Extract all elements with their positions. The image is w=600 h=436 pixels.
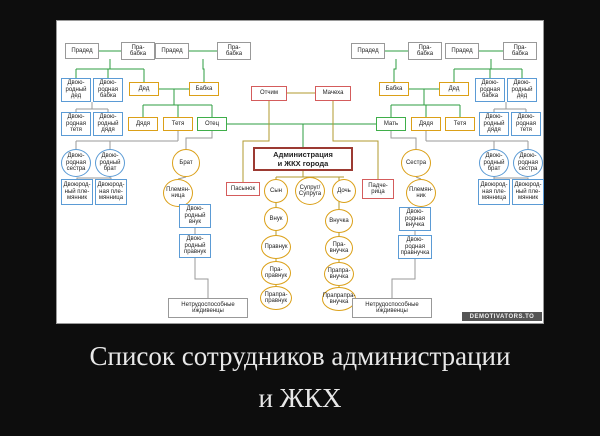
node-son: Сын [264,179,288,203]
node-grandmother-right: Бабка [379,82,409,96]
tree-edge [494,177,529,179]
node-cousin-brother-right: Двою- родный брат [479,149,509,177]
tree-edge [185,131,213,149]
tree-edge [390,131,417,149]
node-father: Отец [197,117,227,131]
tree-edge [177,176,187,180]
node-cousin-niece-left: Двоюрод- ная пле- мянница [95,179,127,205]
tree-edge [110,177,112,179]
node-stepdaughter: Падче- рица [362,179,394,199]
node-cousin-sister-right: Двою- родная сестра [513,149,543,177]
node-grandfather-right: Дед [439,82,469,96]
node-aunt-left: Тетя [163,117,193,131]
node-daughter: Дочь [332,179,356,203]
node-great-grandmother-3: Пра- бабка [408,42,442,60]
node-cousin-grandfather-left: Двою- родный дед [61,78,91,102]
node-cousin-granddaughter: Двою- родная внучка [399,207,431,231]
node-great-grandmother-4: Пра- бабка [503,42,537,60]
node-administration: Администрация и ЖКХ города [253,147,353,171]
node-stepson: Пасынок [226,182,260,196]
node-great-great-great-granddaughter: Прапрапра- внучка [322,287,356,311]
node-great-granddaughter: Пра- внучка [325,236,353,260]
node-great-grandfather-1: Прадед [65,43,99,59]
node-grandmother-left: Бабка [189,82,219,96]
node-cousin-uncle-left: Двою- родный дядя [93,112,123,136]
node-nephew: Племян- ник [406,179,436,207]
node-stepmother: Мачеха [315,85,351,101]
caption: Список сотрудников администрации и ЖКХ [0,336,600,420]
node-cousin-aunt-left: Двою- родная тетя [61,112,91,136]
node-great-grandfather-4: Прадед [445,43,479,59]
node-great-great-granddaughter: Прапра- внучка [324,262,354,286]
node-cousin-grandmother-right: Двою- родная бабка [475,78,505,102]
watermark: DEMOTIVATORS.TO [462,312,542,321]
tree-edge [242,101,270,182]
node-great-grandfather-3: Прадед [351,43,385,59]
node-great-great-grandson: Пра- правнук [261,261,291,285]
node-cousin-great-granddaughter: Двою- родная правнучка [398,235,432,259]
node-cousin-nephew-right: Двоюрод- ный пле- мянник [512,179,544,205]
node-great-grandfather-2: Прадед [155,43,189,59]
node-mother: Мать [376,117,406,131]
caption-line1: Список сотрудников администрации [89,341,511,371]
node-uncle-right: Дядя [411,117,441,131]
node-great-grandson: Правнук [261,235,291,259]
node-sister: Сестра [401,149,431,177]
node-great-grandmother-1: Пра- бабка [121,42,155,60]
caption-line2: и ЖКХ [258,382,342,413]
node-granddaughter: Внучка [325,209,353,233]
node-grandfather-left: Дед [129,82,159,96]
node-cousin-uncle-right: Двою- родный дядя [479,112,509,136]
node-disabled-dependents-right: Нетрудоспособные иждивенцы [352,298,432,318]
node-cousin-niece-right: Двоюрод- ная пле- мянница [478,179,510,205]
node-brother: Брат [172,149,200,177]
tree-edge [332,101,379,179]
node-uncle-left: Дядя [128,117,158,131]
node-stepfather: Отчим [251,85,287,101]
node-cousin-brother-left: Двою- родный брат [95,149,125,177]
node-cousin-grandson: Двою- родный внук [179,204,211,228]
node-niece: Племян- ница [163,179,193,207]
node-great-grandmother-2: Пра- бабка [217,42,251,60]
node-cousin-nephew-left: Двоюрод- ный пле- мянник [61,179,93,205]
node-great-great-great-grandson: Прапра- правнук [260,286,292,310]
node-grandson: Внук [264,207,288,231]
node-cousin-great-grandson: Двою- родный правнук [179,234,211,258]
tree-edge [202,59,205,82]
node-disabled-dependents-left: Нетрудоспособные иждивенцы [168,298,248,318]
node-cousin-aunt-right: Двою- родная тетя [511,112,541,136]
tree-edge [393,59,397,82]
node-cousin-sister-left: Двою- родная сестра [61,149,91,177]
tree-edge [415,176,422,180]
node-cousin-grandmother-left: Двою- родная бабка [93,78,123,102]
node-spouse: Супруг/ Супруга [295,177,325,205]
node-cousin-grandfather-right: Двою- родный дед [507,78,537,102]
node-aunt-right: Тетя [445,117,475,131]
